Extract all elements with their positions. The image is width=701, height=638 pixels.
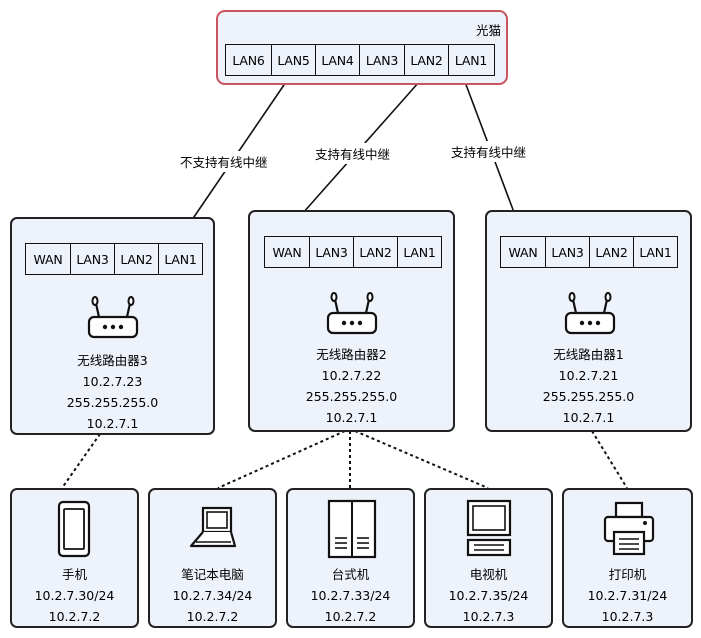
modem-port: LAN6 bbox=[232, 52, 265, 68]
link-label-router1: 支持有线中继 bbox=[449, 141, 529, 162]
device-info: 笔记本电脑 10.2.7.34/24 10.2.7.2 bbox=[150, 564, 275, 627]
router-mask: 255.255.255.0 bbox=[542, 389, 635, 404]
router-icon bbox=[87, 296, 139, 339]
device-gateway: 10.2.7.3 bbox=[601, 609, 654, 624]
device-gateway: 10.2.7.3 bbox=[462, 609, 515, 624]
router-port: WAN bbox=[272, 244, 302, 260]
device-ip: 10.2.7.33/24 bbox=[310, 588, 391, 603]
wifi-router2-laptop bbox=[217, 430, 346, 489]
device-laptop: 笔记本电脑 10.2.7.34/24 10.2.7.2 bbox=[148, 488, 277, 628]
device-info: 打印机 10.2.7.31/24 10.2.7.3 bbox=[564, 564, 691, 627]
router-port: LAN2 bbox=[353, 237, 397, 267]
router-port-strip: WAN LAN3 LAN2 LAN1 bbox=[264, 236, 442, 268]
router-1: WAN LAN3 LAN2 LAN1 无线路由器1 10.2.7.21 255.… bbox=[485, 210, 692, 432]
wifi-router2-tv bbox=[354, 430, 489, 489]
device-name: 手机 bbox=[61, 567, 87, 582]
router-port: LAN1 bbox=[633, 237, 677, 267]
device-name: 电视机 bbox=[469, 567, 508, 582]
modem-label: 光猫 bbox=[475, 23, 501, 38]
device-info: 台式机 10.2.7.33/24 10.2.7.2 bbox=[288, 564, 413, 627]
router-2: WAN LAN3 LAN2 LAN1 无线路由器2 10.2.7.22 255.… bbox=[248, 210, 455, 432]
router-name: 无线路由器1 bbox=[553, 347, 624, 362]
device-gateway: 10.2.7.2 bbox=[186, 609, 239, 624]
modem-port: LAN1 bbox=[448, 45, 493, 75]
router-info: 无线路由器1 10.2.7.21 255.255.255.0 10.2.7.1 bbox=[487, 344, 690, 428]
router-name: 无线路由器3 bbox=[77, 353, 148, 368]
device-ip: 10.2.7.35/24 bbox=[448, 588, 529, 603]
device-ip: 10.2.7.30/24 bbox=[34, 588, 115, 603]
laptop-icon bbox=[189, 506, 237, 548]
router-port: LAN1 bbox=[397, 237, 441, 267]
device-printer: 打印机 10.2.7.31/24 10.2.7.3 bbox=[562, 488, 693, 628]
tv-icon bbox=[466, 499, 512, 557]
device-tv: 电视机 10.2.7.35/24 10.2.7.3 bbox=[424, 488, 553, 628]
modem-port: LAN3 bbox=[359, 45, 404, 75]
phone-icon bbox=[57, 500, 91, 558]
router-3: WAN LAN3 LAN2 LAN1 无线路由器3 10.2.7.23 255.… bbox=[10, 217, 215, 435]
device-gateway: 10.2.7.2 bbox=[48, 609, 101, 624]
router-gateway: 10.2.7.1 bbox=[325, 410, 378, 425]
router-port-strip: WAN LAN3 LAN2 LAN1 bbox=[25, 243, 203, 275]
router-ip: 10.2.7.23 bbox=[82, 374, 143, 389]
device-desktop: 台式机 10.2.7.33/24 10.2.7.2 bbox=[286, 488, 415, 628]
device-ip: 10.2.7.31/24 bbox=[587, 588, 668, 603]
device-name: 笔记本电脑 bbox=[181, 567, 244, 582]
device-info: 手机 10.2.7.30/24 10.2.7.2 bbox=[12, 564, 137, 627]
router-info: 无线路由器2 10.2.7.22 255.255.255.0 10.2.7.1 bbox=[250, 344, 453, 428]
printer-icon bbox=[603, 501, 655, 556]
device-phone: 手机 10.2.7.30/24 10.2.7.2 bbox=[10, 488, 139, 628]
router-port: LAN3 bbox=[70, 244, 114, 274]
router-port: LAN3 bbox=[545, 237, 589, 267]
router-mask: 255.255.255.0 bbox=[66, 395, 159, 410]
device-name: 台式机 bbox=[331, 567, 370, 582]
modem-port: LAN5 bbox=[271, 45, 315, 75]
router-name: 无线路由器2 bbox=[316, 347, 387, 362]
router-port: LAN2 bbox=[114, 244, 158, 274]
modem-port: LAN4 bbox=[315, 45, 359, 75]
device-info: 电视机 10.2.7.35/24 10.2.7.3 bbox=[426, 564, 551, 627]
desktop-tower-icon bbox=[327, 499, 377, 559]
wifi-router3-phone bbox=[61, 433, 101, 489]
router-icon bbox=[326, 292, 378, 335]
router-icon bbox=[564, 292, 616, 335]
router-info: 无线路由器3 10.2.7.23 255.255.255.0 10.2.7.1 bbox=[12, 350, 213, 434]
router-gateway: 10.2.7.1 bbox=[562, 410, 615, 425]
link-label-router3: 不支持有线中继 bbox=[178, 151, 270, 172]
device-name: 打印机 bbox=[608, 567, 647, 582]
optical-modem: 光猫 LAN6 LAN5 LAN4 LAN3 LAN2 LAN1 bbox=[216, 10, 508, 85]
router-mask: 255.255.255.0 bbox=[305, 389, 398, 404]
modem-port-strip: LAN6 LAN5 LAN4 LAN3 LAN2 LAN1 bbox=[225, 44, 495, 76]
device-ip: 10.2.7.34/24 bbox=[172, 588, 253, 603]
wifi-router1-printer bbox=[591, 430, 628, 489]
modem-port: LAN2 bbox=[404, 45, 448, 75]
router-port-strip: WAN LAN3 LAN2 LAN1 bbox=[500, 236, 678, 268]
router-ip: 10.2.7.21 bbox=[558, 368, 619, 383]
router-port: LAN2 bbox=[589, 237, 633, 267]
router-ip: 10.2.7.22 bbox=[321, 368, 382, 383]
device-gateway: 10.2.7.2 bbox=[324, 609, 377, 624]
link-label-router2: 支持有线中继 bbox=[313, 143, 393, 164]
router-port: WAN bbox=[33, 251, 63, 267]
router-port: LAN3 bbox=[309, 237, 353, 267]
router-port: WAN bbox=[508, 244, 538, 260]
router-gateway: 10.2.7.1 bbox=[86, 416, 139, 431]
router-port: LAN1 bbox=[158, 244, 202, 274]
